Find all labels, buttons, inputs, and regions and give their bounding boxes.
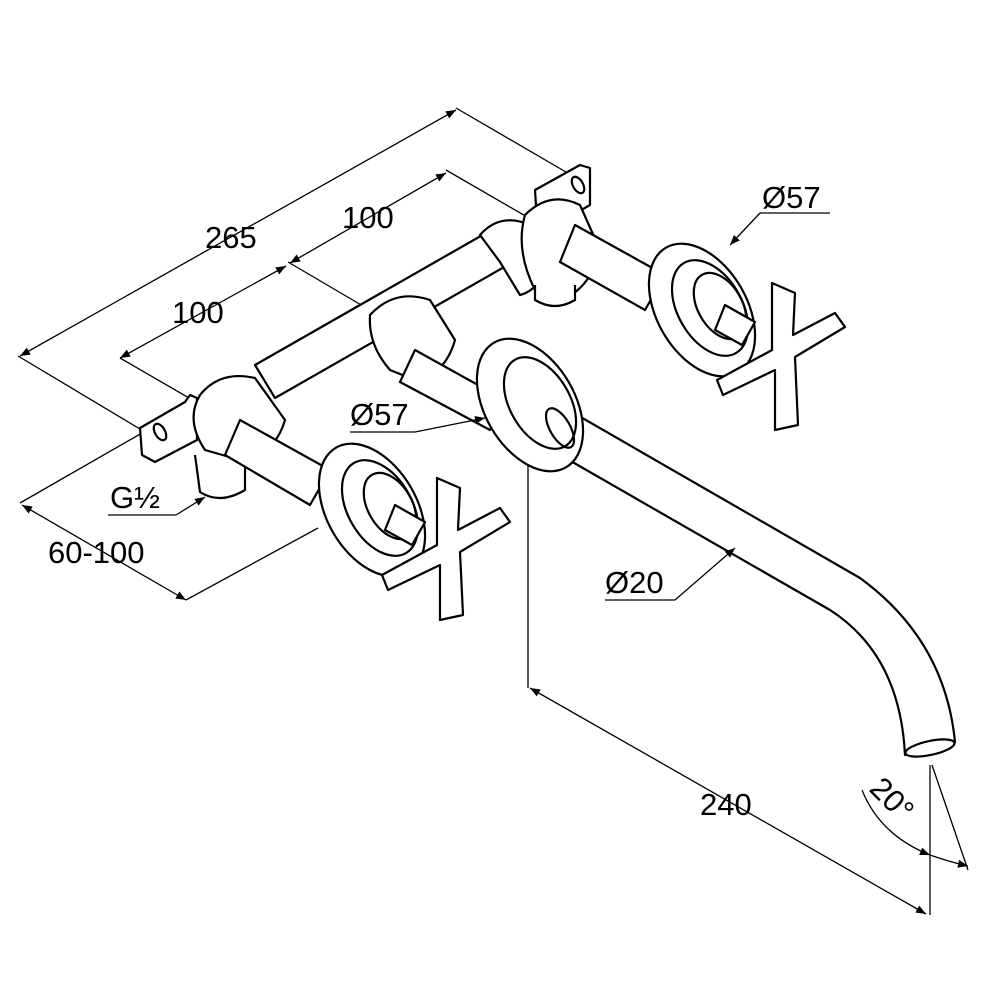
diameter-57-right-label: Ø57	[762, 180, 821, 215]
handle-right	[558, 223, 847, 432]
dimension-100-right: 100	[287, 169, 561, 317]
diameter-20-label: Ø20	[605, 565, 664, 600]
dimension-diameter-20: Ø20	[605, 547, 736, 601]
dimension-240-label: 240	[700, 787, 752, 822]
diameter-57-center-label: Ø57	[350, 397, 409, 432]
dimension-100-left-label: 100	[172, 295, 224, 330]
mounting-bracket-left	[138, 393, 199, 464]
dimension-diameter-57-right: Ø57	[729, 180, 830, 246]
valve-body	[192, 198, 602, 500]
dimension-60-100-label: 60-100	[48, 535, 145, 570]
dimension-265: 265	[17, 107, 591, 436]
thread-callout: G½	[108, 480, 206, 516]
spout	[398, 337, 957, 758]
thread-label: G½	[110, 480, 160, 515]
dimension-60-100: 60-100	[19, 432, 319, 601]
dimension-100-right-label: 100	[342, 200, 394, 235]
dimension-angle-20: 20°	[861, 764, 969, 871]
dimension-265-label: 265	[205, 220, 257, 255]
dimension-240: 240	[527, 465, 931, 915]
handle-left	[223, 418, 512, 622]
dimension-diameter-57-center: Ø57	[350, 397, 486, 433]
angle-20-label: 20°	[863, 770, 921, 828]
